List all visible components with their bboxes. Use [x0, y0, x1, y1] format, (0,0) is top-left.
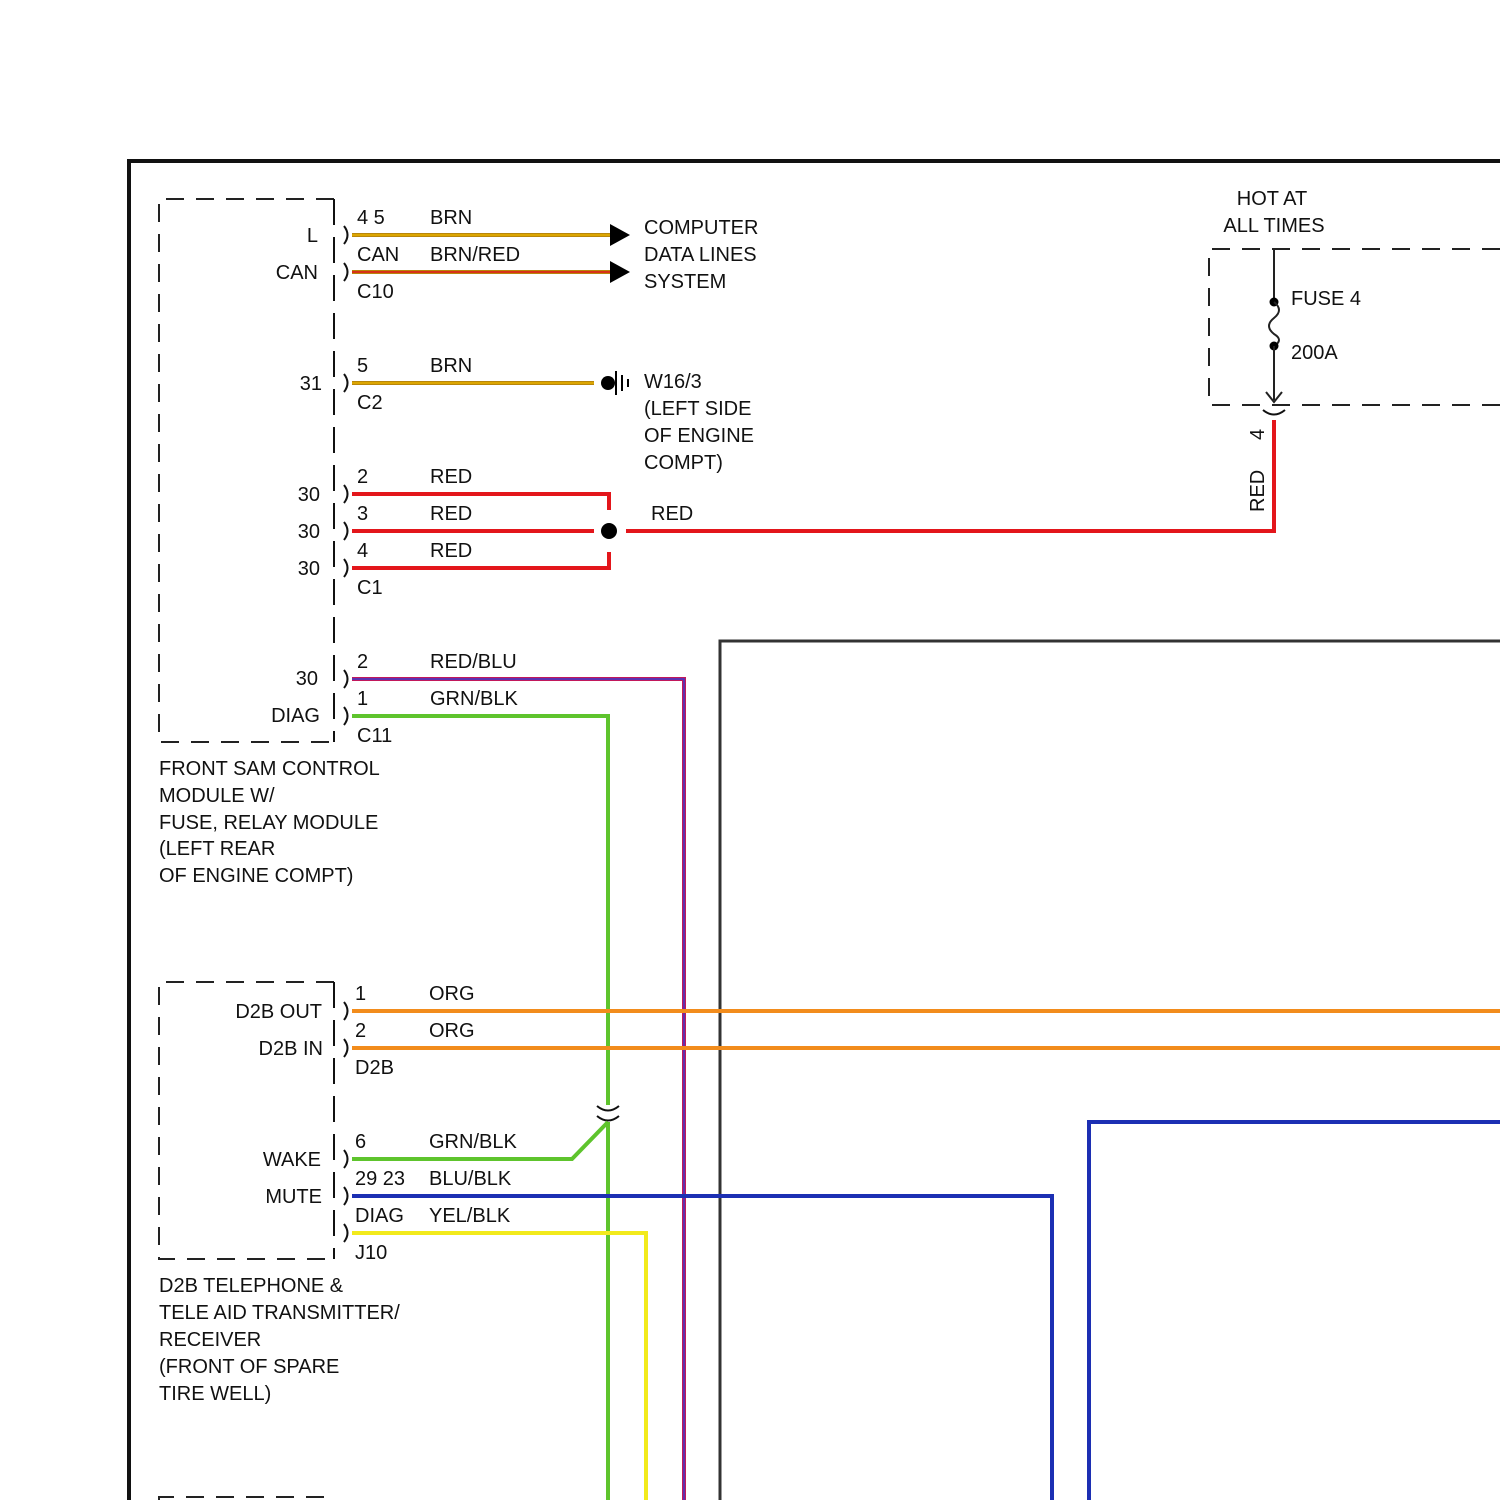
c1-pin-a: 2 — [357, 466, 368, 488]
sam-pin-l: L — [307, 225, 318, 247]
fuse-name: FUSE 4 — [1291, 288, 1361, 310]
sam-pin-diag: DIAG — [271, 705, 320, 727]
computer-data-lines-1: COMPUTER — [644, 217, 758, 239]
telephone-label-1: D2B TELEPHONE & — [159, 1275, 344, 1297]
wire-label-red-a: RED — [430, 466, 472, 488]
sam-pin-30b: 30 — [298, 521, 320, 543]
j10-pin-b: 29 23 — [355, 1168, 405, 1190]
fuse-rating: 200A — [1291, 342, 1338, 364]
sam-pin-30c: 30 — [298, 558, 320, 580]
c11-label: C11 — [357, 725, 392, 747]
inner-section-frame — [720, 641, 1500, 1500]
tel-pin-d2b-out: D2B OUT — [235, 1001, 322, 1023]
front-sam-label-2: MODULE W/ — [159, 785, 275, 807]
ground-label-4: COMPT) — [644, 452, 723, 474]
c11-pin-a: 2 — [357, 651, 368, 673]
c1-label: C1 — [357, 577, 383, 599]
telephone-module-box — [159, 982, 334, 1259]
ground-label-1: W16/3 — [644, 371, 702, 393]
wire-label-red-c: RED — [430, 540, 472, 562]
arrow-can-l — [610, 224, 630, 246]
splice-dot — [601, 523, 617, 539]
c11-pin-b: 1 — [357, 688, 368, 710]
sam-pin-30d: 30 — [296, 668, 318, 690]
wire-blu-blk-mute — [352, 1196, 1052, 1500]
sam-pin-can: CAN — [276, 262, 318, 284]
hot-at-all-times-1: HOT AT — [1237, 188, 1307, 210]
sam-pin-31: 31 — [300, 373, 322, 395]
j10-label: J10 — [355, 1242, 387, 1264]
tel-pin-d2b-in: D2B IN — [259, 1038, 323, 1060]
d2b-label: D2B — [355, 1057, 394, 1079]
front-sam-label-5: OF ENGINE COMPT) — [159, 865, 353, 887]
c2-pin: 5 — [357, 355, 368, 377]
wire-label-grn-blk-wake: GRN/BLK — [429, 1131, 517, 1153]
front-sam-label-4: (LEFT REAR — [159, 838, 275, 860]
arrow-can-h — [610, 261, 630, 283]
wire-label-org-a: ORG — [429, 983, 475, 1005]
fuse-block-box — [1209, 249, 1500, 405]
fuse-pin: 4 — [1247, 429, 1269, 440]
wire-red-blu-stripe — [352, 679, 684, 1500]
wire-label-org-b: ORG — [429, 1020, 475, 1042]
ground-symbol-icon — [601, 371, 628, 395]
wire-label-red-blu: RED/BLU — [430, 651, 517, 673]
c1-pin-b: 3 — [357, 503, 368, 525]
hot-at-all-times-2: ALL TIMES — [1223, 215, 1324, 237]
fuse-wire-color: RED — [1247, 470, 1269, 512]
telephone-label-2: TELE AID TRANSMITTER/ — [159, 1302, 400, 1324]
computer-data-lines-3: SYSTEM — [644, 271, 726, 293]
telephone-label-5: TIRE WELL) — [159, 1383, 271, 1405]
wire-label-blu-blk: BLU/BLK — [429, 1168, 512, 1190]
inline-connector-icon — [597, 1106, 619, 1121]
d2b-pin-a: 1 — [355, 983, 366, 1005]
j10-pin-c: DIAG — [355, 1205, 404, 1227]
wire-label-grn-blk: GRN/BLK — [430, 688, 518, 710]
wire-label-brn-red: BRN/RED — [430, 244, 520, 266]
wire-label-red-b: RED — [430, 503, 472, 525]
wire-red-pin2 — [352, 494, 609, 510]
c10-pins-b: CAN — [357, 244, 399, 266]
front-sam-label-1: FRONT SAM CONTROL — [159, 758, 380, 780]
wire-label-yel-blk: YEL/BLK — [429, 1205, 511, 1227]
c2-label: C2 — [357, 392, 383, 414]
tel-pin-wake: WAKE — [263, 1149, 321, 1171]
j10-pin-a: 6 — [355, 1131, 366, 1153]
sam-pin-30a: 30 — [298, 484, 320, 506]
wire-label-brn-ground: BRN — [430, 355, 472, 377]
c10-pins-a: 4 5 — [357, 207, 385, 229]
telephone-label-4: (FRONT OF SPARE — [159, 1356, 339, 1378]
d2b-pin-b: 2 — [355, 1020, 366, 1042]
computer-data-lines-2: DATA LINES — [644, 244, 757, 266]
ground-label-2: (LEFT SIDE — [644, 398, 751, 420]
telephone-connector-symbols — [344, 1002, 348, 1242]
telephone-label-3: RECEIVER — [159, 1329, 261, 1351]
wire-blu-blk-right — [1089, 1122, 1500, 1500]
fuse-icon — [1263, 249, 1285, 415]
wire-red-blu — [352, 679, 684, 1500]
wire-yel-blk-diag — [352, 1233, 646, 1500]
wire-label-brn-top: BRN — [430, 207, 472, 229]
wire-red-pin4 — [352, 552, 609, 568]
red-feed-label: RED — [651, 503, 693, 525]
front-sam-connector-symbols — [344, 226, 348, 725]
front-sam-label-3: FUSE, RELAY MODULE — [159, 812, 378, 834]
c10-label: C10 — [357, 281, 394, 303]
ground-label-3: OF ENGINE — [644, 425, 754, 447]
c1-pin-c: 4 — [357, 540, 368, 562]
tel-pin-mute: MUTE — [265, 1186, 322, 1208]
